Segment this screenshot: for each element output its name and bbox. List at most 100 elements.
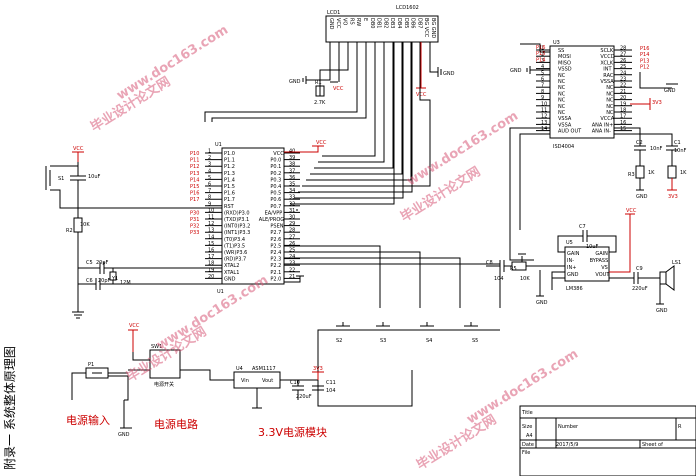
mcu-left-pin-label: (RXD)P3.0 <box>224 210 250 216</box>
lcd-ref: LCD1 <box>327 10 340 16</box>
title-label: Title <box>521 410 533 416</box>
mcu-pin-number: 21 <box>289 274 295 280</box>
mcu-pin-number: 3 <box>208 162 211 168</box>
c1-value: 10nF <box>674 148 687 154</box>
isd-pin-number: 23 <box>620 77 626 83</box>
p1-label: P1 <box>88 362 94 368</box>
c10-label: C10 <box>290 380 300 386</box>
r2-value: 10K <box>80 222 90 228</box>
isd-pin-number: 24 <box>620 70 626 76</box>
lcd-pin-label: DB2 <box>382 18 388 28</box>
isd-net-label: P15 <box>536 51 545 57</box>
isd-pin-number: 6 <box>541 77 544 83</box>
mcu-right-pin-label: P2.3 <box>270 257 281 263</box>
isd-pin-number: 20 <box>620 95 626 101</box>
mcu-pin-number: 25 <box>289 248 295 254</box>
vcc-label: VCC <box>333 86 344 92</box>
mcu-right-pin-label: ALE/PROG <box>259 217 284 223</box>
lm386-left-pin-label: GND <box>567 272 579 278</box>
lm386-left-pin-label: GAIN <box>567 251 580 257</box>
isd-left-pin-label: NC <box>558 73 566 79</box>
sw-label: SW1 <box>151 344 162 350</box>
isd-left-pin-label: MOSI <box>558 54 571 60</box>
watermark-cn: 毕业设计论文网 <box>414 412 500 474</box>
title-block: Title Size A4 Number R Date 2017/5/9 She… <box>519 405 696 476</box>
r1-label: R1 <box>315 80 322 86</box>
number-label: Number <box>558 424 579 430</box>
mcu-pin-number: 34 <box>289 188 295 194</box>
reg-vout: Vout <box>262 378 273 384</box>
isd-pin-number: 3 <box>541 58 544 64</box>
isd-left-pin-label: SS <box>558 48 564 54</box>
lm386-body <box>564 246 610 282</box>
mcu-pin-number: 26 <box>289 241 295 247</box>
lcd-pin-label: DB6 <box>410 18 416 28</box>
mcu-pin-number: 11 <box>208 215 214 221</box>
isd-left-pin-label: NC <box>558 79 566 85</box>
c2-label: C2 <box>636 140 643 146</box>
isd-pin-number: 22 <box>620 83 626 89</box>
mcu-right-pin-label: P0.3 <box>270 177 281 183</box>
mcu-pin-number: 22 <box>289 267 295 273</box>
gnd-label: GND <box>636 194 648 200</box>
y1-value: 12M <box>120 280 131 286</box>
mcu-pin-number: 38 <box>289 162 295 168</box>
date-label: Date <box>522 442 534 448</box>
mcu-left-pin-label: (TXD)P3.1 <box>224 217 249 223</box>
isd-right-pin-label: RAC <box>603 73 614 79</box>
isd-right-pin-label: XCLK <box>600 60 613 66</box>
isd-left-pin-label: VSSA <box>558 122 572 128</box>
lcd-pin-label: GND <box>328 18 334 30</box>
isd-right-pin-label: ANA IN- <box>592 129 611 135</box>
vcc-label: VCC <box>316 140 327 146</box>
mcu: U1 U1 P1.01P10P1.12P11P1.23P12P1.34P13P1… <box>190 142 300 295</box>
isd-left-pin-label: MISO <box>558 60 571 66</box>
c8-label: C8 <box>486 260 493 266</box>
lcd-pin-label: BG GND <box>430 18 436 38</box>
mod33-caption: 3.3V电源模块 <box>258 425 327 439</box>
mcu-pin-number: 28 <box>289 228 295 234</box>
isd-left-pin-label: NC <box>558 98 566 104</box>
c7-value: 10uF <box>586 244 599 250</box>
r1-value: 2.7K <box>314 100 326 106</box>
mcu-pin-number: 15 <box>208 241 214 247</box>
lcd-right-power: GND VCC <box>416 42 455 98</box>
mcu-pin-number: 29 <box>289 221 295 227</box>
ls1-label: LS1 <box>672 260 681 266</box>
c7-label: C7 <box>579 224 586 230</box>
c6-label: C6 <box>86 278 93 284</box>
lcd-pin-label: RS <box>348 18 354 25</box>
mcu-net-label: P32 <box>190 224 199 230</box>
c10-value: 220uF <box>296 394 312 400</box>
c6-value: 20pF <box>98 278 111 284</box>
isd-left-pin-label: NC <box>558 85 566 91</box>
mcu-right-pin-label: P2.5 <box>270 243 281 249</box>
mcu-left-pin-label: (T1)P3.5 <box>224 243 245 249</box>
mcu-ref: U1 <box>215 142 222 148</box>
mcu-right-pin-label: P0.0 <box>270 158 281 164</box>
mcu-right-pin-label: P0.1 <box>270 164 281 170</box>
isd-right-pin-label: VCCD <box>600 54 614 60</box>
lm386-ref: U5 <box>566 240 573 246</box>
isd-power: GND GND 3V3 C2 10nF R3 1K GND C1 10nF 1K… <box>509 43 687 261</box>
mcu-pin-number: 12 <box>208 221 214 227</box>
isd-right-pin-label: ANA IN+ <box>592 122 614 128</box>
mcu-left-pin-label: GND <box>224 276 236 282</box>
mcu-right-pin-label: P2.2 <box>270 263 281 269</box>
mcu-net-label: P12 <box>190 164 199 170</box>
mcu-left-pin-label: P1.2 <box>224 164 235 170</box>
isd-net-label: P14 <box>640 52 649 58</box>
isd-pin-number: 8 <box>541 89 544 95</box>
y1-label: Y1 <box>111 276 118 282</box>
mcu-right-pin-label: P2.7 <box>270 230 281 236</box>
reg-part: ASM1117 <box>252 366 276 372</box>
reset-cap-value: 10uF <box>88 174 101 180</box>
mcu-net-label: P10 <box>190 151 199 157</box>
c11-value: 104 <box>326 388 336 394</box>
mcu-pin-number: 17 <box>208 254 214 260</box>
gnd-label: GND <box>443 71 455 77</box>
mcu-pin-number: 14 <box>208 234 214 240</box>
lcd-part: LCD1602 <box>396 5 419 11</box>
